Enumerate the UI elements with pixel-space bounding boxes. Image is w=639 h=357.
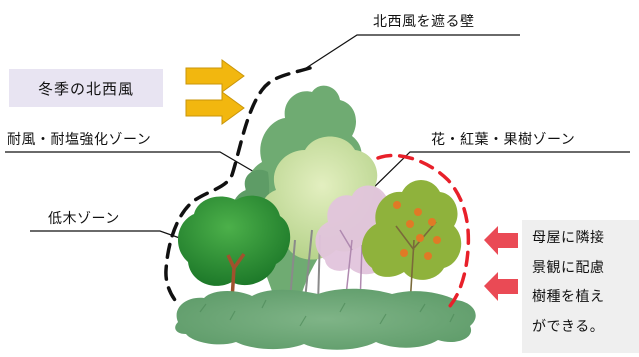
wind-arrow-1: [185, 59, 245, 93]
flower-zone-label: 花・紅葉・果樹ゾーン: [431, 132, 576, 148]
wind-wall-line: [164, 66, 312, 308]
note-box: 母屋に隣接 景観に配慮 樹種を植え ができる。: [522, 220, 639, 353]
leader-wind-salt-zone: [5, 151, 269, 181]
winter-wind-label: 冬季の北西風: [9, 69, 163, 107]
ground-cover: [175, 288, 476, 350]
leader-wall: [299, 34, 520, 73]
wind-salt-zone-label: 耐風・耐塩強化ゾーン: [7, 132, 152, 148]
note-line-2: 景観に配慮: [532, 260, 605, 276]
note-arrow-2: [484, 272, 518, 301]
shrub: [177, 195, 291, 301]
wall-label: 北西風を遮る壁: [373, 14, 475, 30]
winter-wind-arrows: [185, 59, 245, 125]
fruit-zone-line: [376, 153, 471, 308]
fruit-tree: [361, 180, 462, 306]
note-arrows: [484, 226, 518, 301]
note-line-3: 樹種を植え: [532, 289, 605, 305]
note-line-4: ができる。: [532, 319, 605, 335]
leader-flower-zone: [364, 151, 630, 197]
note-line-1: 母屋に隣接: [532, 230, 605, 246]
note-arrow-1: [484, 226, 518, 255]
wind-arrow-2: [185, 91, 245, 125]
shrub-zone-label: 低木ゾーン: [48, 211, 120, 227]
fruits: [393, 201, 441, 260]
